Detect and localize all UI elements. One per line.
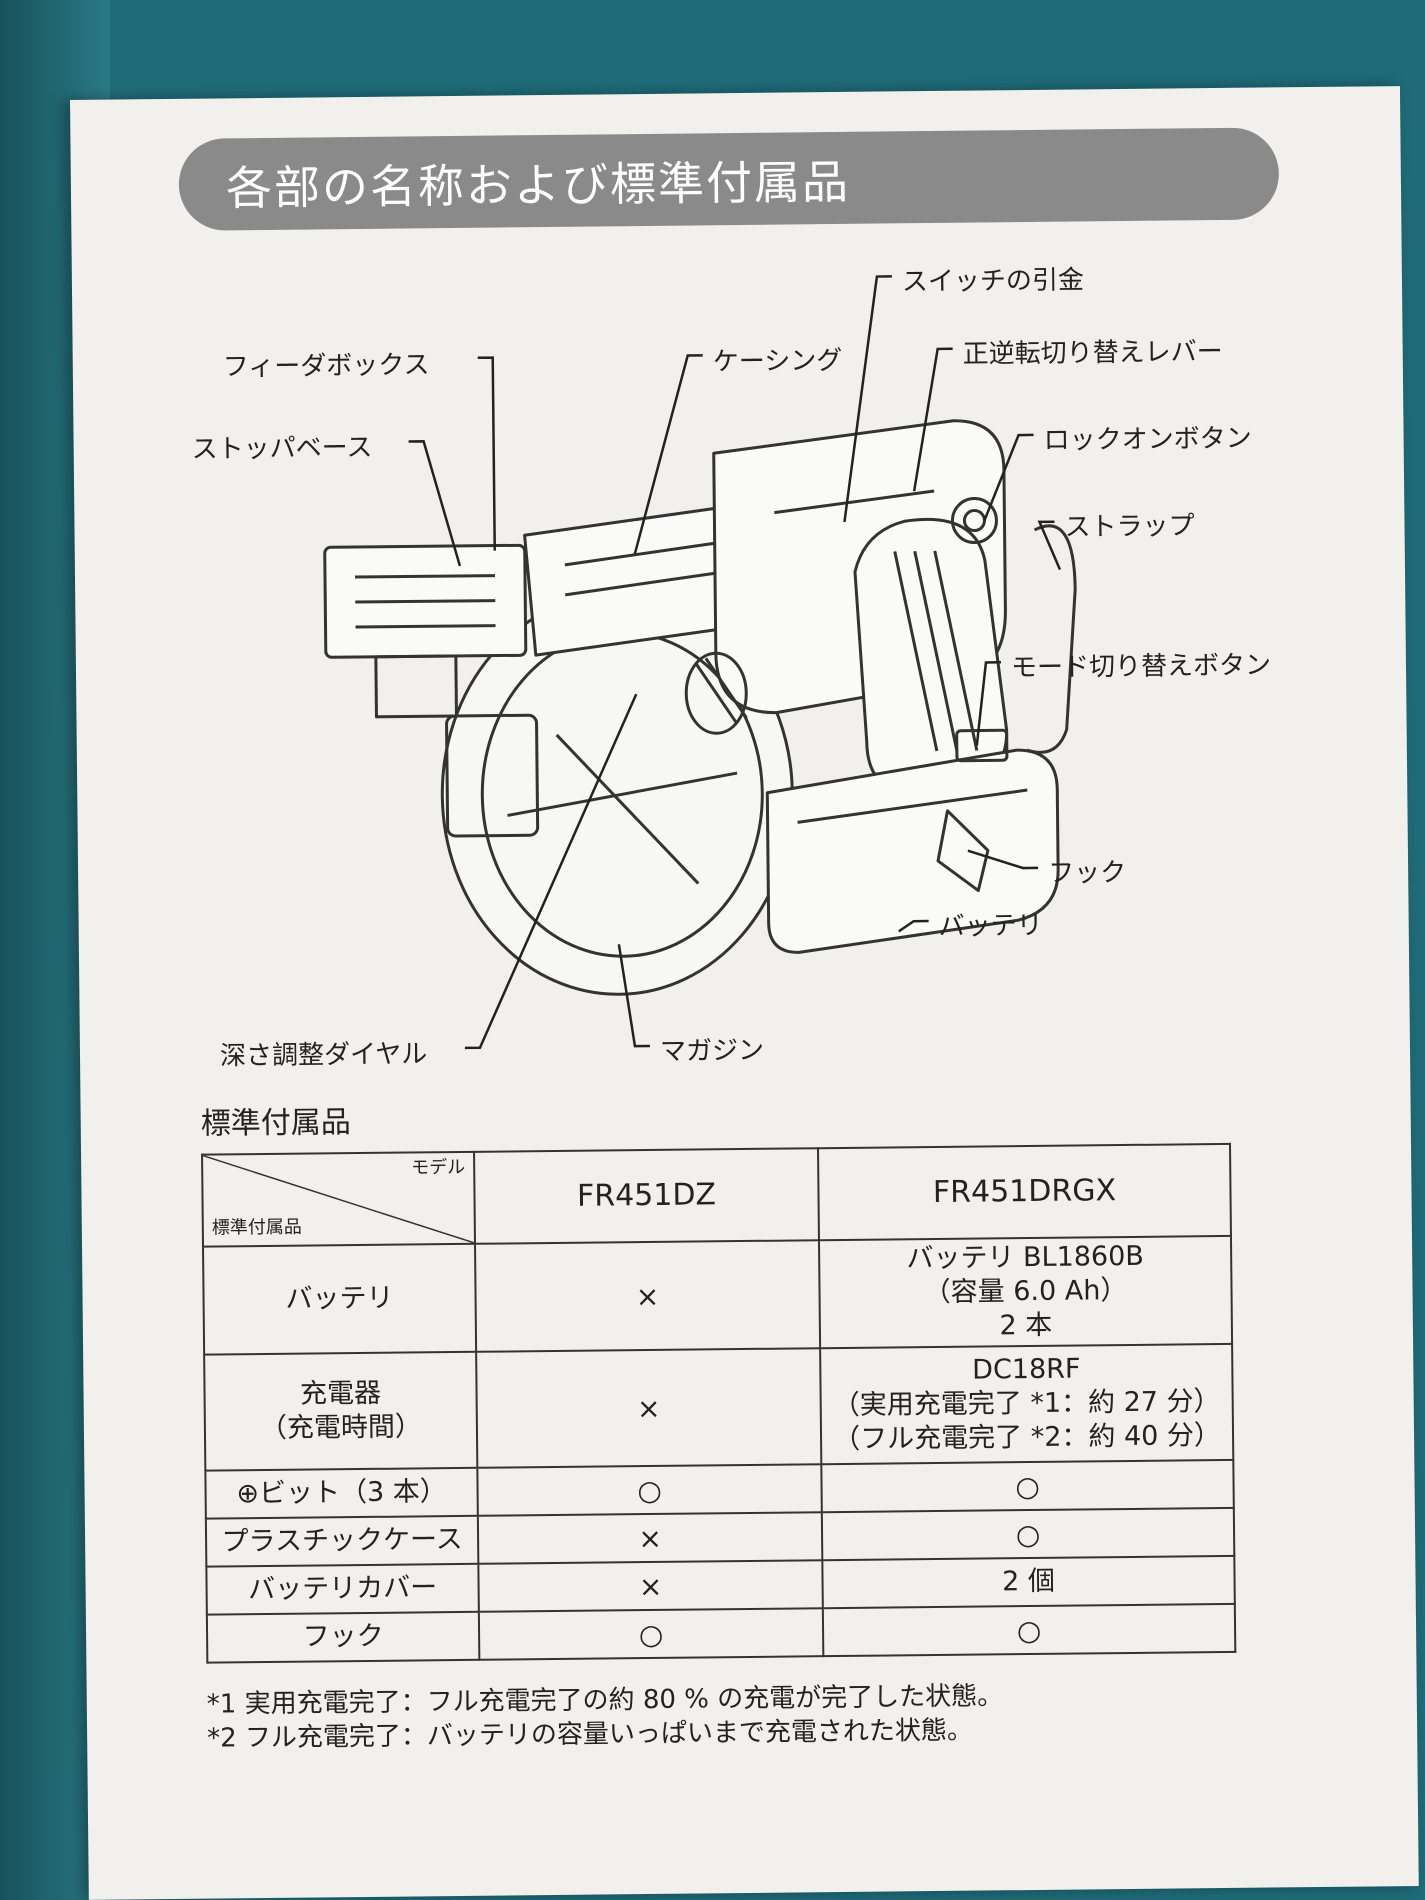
drgx-value: ○ [822, 1603, 1236, 1657]
dz-value: ○ [478, 1608, 824, 1660]
dz-value: × [477, 1512, 823, 1564]
corner-diagonal [203, 1154, 474, 1244]
drgx-value: ○ [821, 1507, 1235, 1561]
row-name: フック [206, 1611, 480, 1663]
drgx-value: 2 個 [822, 1555, 1235, 1609]
table-row: 充電器 （充電時間） × DC18RF （実用充電完了 *1：約 27 分） （… [204, 1343, 1234, 1471]
tool-diagram [323, 275, 1077, 1050]
row-name: 充電器 （充電時間） [204, 1351, 478, 1471]
manual-page: 各部の名称および標準付属品 [70, 86, 1419, 1900]
dz-value: × [478, 1560, 823, 1612]
label-switch-trigger: スイッチの引金 [901, 265, 1085, 298]
model-fr451drgx: FR451DRGX [818, 1143, 1231, 1241]
corner-accessory-label: 標準付属品 [211, 1216, 302, 1239]
label-reverse-lever: 正逆転切り替えレバー [962, 336, 1223, 370]
table-row: フック ○ ○ [206, 1603, 1236, 1663]
dz-value: × [476, 1348, 822, 1468]
accessories-title: 標準付属品 [200, 1105, 351, 1142]
drgx-value: DC18RF （実用充電完了 *1：約 27 分） （フル充電完了 *2：約 4… [820, 1343, 1234, 1465]
label-strap: ストラップ [1064, 511, 1195, 543]
row-name: バッテリ [203, 1243, 477, 1355]
label-stopper-base: ストッパベース [191, 432, 373, 465]
footnotes: *1 実用充電完了：フル充電完了の約 80 % の充電が完了した状態。 *2 フ… [207, 1680, 1004, 1756]
label-feeder-box: フィーダボックス [222, 350, 430, 383]
model-fr451dz: FR451DZ [474, 1148, 819, 1244]
dz-value: × [475, 1240, 821, 1352]
label-hook: フック [1047, 857, 1127, 889]
drgx-value: バッテリ BL1860B （容量 6.0 Ah） 2 本 [818, 1235, 1233, 1349]
header-corner-cell: モデル 標準付属品 [202, 1151, 476, 1247]
corner-model-label: モデル [411, 1156, 466, 1179]
label-depth-dial: 深さ調整ダイヤル [219, 1039, 428, 1072]
label-battery: バッテリ [938, 910, 1043, 942]
label-magazine: マガジン [659, 1035, 765, 1067]
label-lock-on-button: ロックオンボタン [1043, 423, 1252, 456]
accessories-table: モデル 標準付属品 FR451DZ FR451DRGX バッテリ × バッテリ … [201, 1143, 1236, 1664]
row-name: バッテリカバー [206, 1563, 479, 1615]
dz-value: ○ [477, 1464, 822, 1516]
drgx-value: ○ [821, 1459, 1234, 1513]
table-header-row: モデル 標準付属品 FR451DZ FR451DRGX [202, 1143, 1231, 1247]
row-name: プラスチックケース [205, 1515, 479, 1567]
label-casing: ケーシング [712, 345, 843, 378]
footnote-2: *2 フル充電完了：バッテリの容量いっぱいまで充電された状態。 [207, 1715, 974, 1754]
label-mode-button: モード切り替えボタン [1010, 650, 1272, 684]
table-row: バッテリ × バッテリ BL1860B （容量 6.0 Ah） 2 本 [203, 1235, 1233, 1355]
row-name: ⊕ビット（3 本） [205, 1467, 478, 1519]
